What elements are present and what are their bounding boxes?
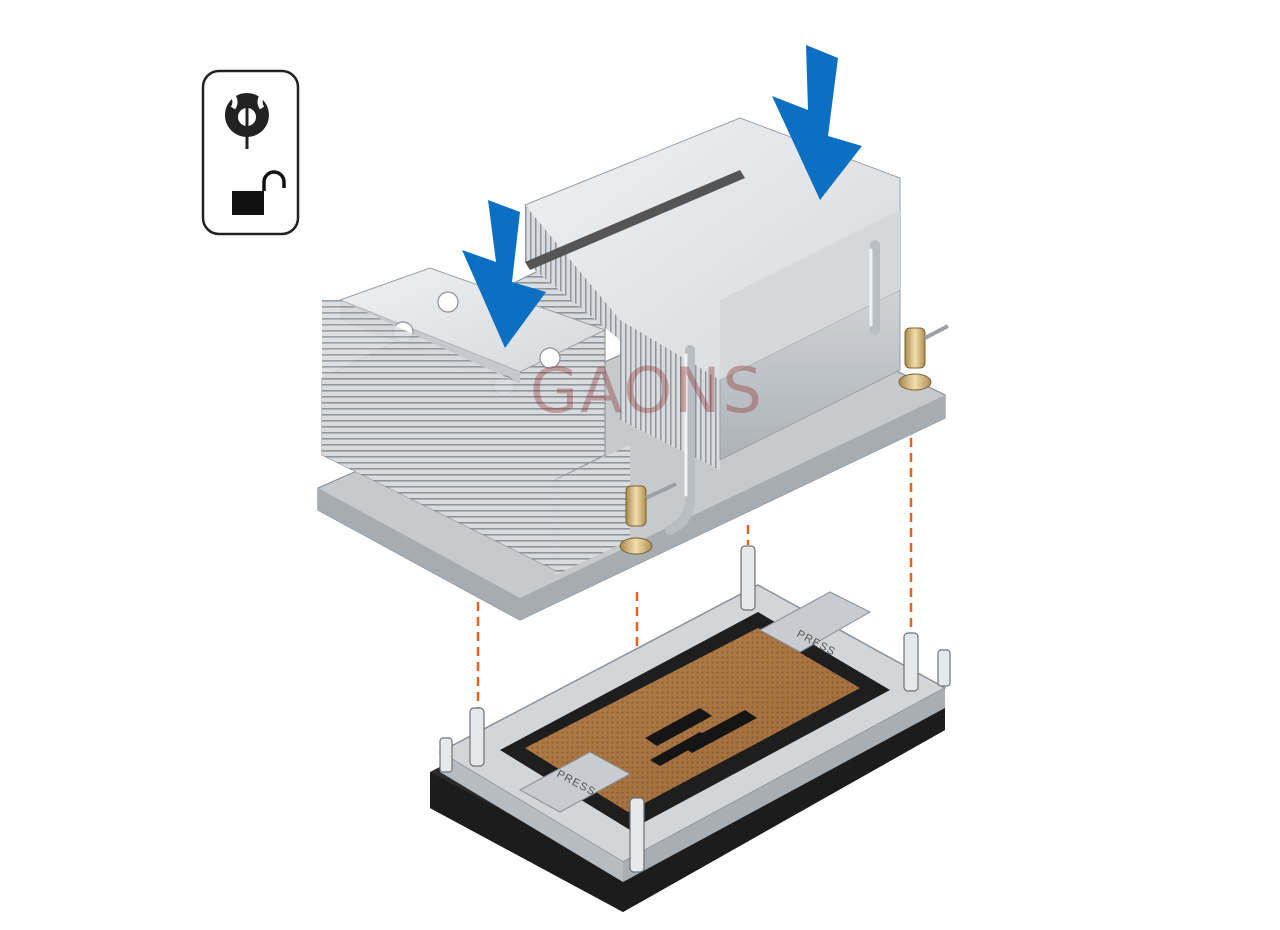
watermark-text: GAONS xyxy=(530,354,764,427)
press-down-arrows xyxy=(462,45,862,348)
torx-screwdriver-icon xyxy=(224,93,269,149)
down-arrow-left xyxy=(462,200,546,348)
icon-panel xyxy=(201,69,300,236)
socket-posts xyxy=(439,545,951,873)
down-arrow-right xyxy=(772,45,862,200)
captive-screws xyxy=(619,324,949,555)
heat-pipes xyxy=(665,240,880,535)
heatsink xyxy=(317,117,949,621)
unlock-icon xyxy=(232,170,286,215)
cpu-socket: PRESS PRESS xyxy=(430,545,951,912)
